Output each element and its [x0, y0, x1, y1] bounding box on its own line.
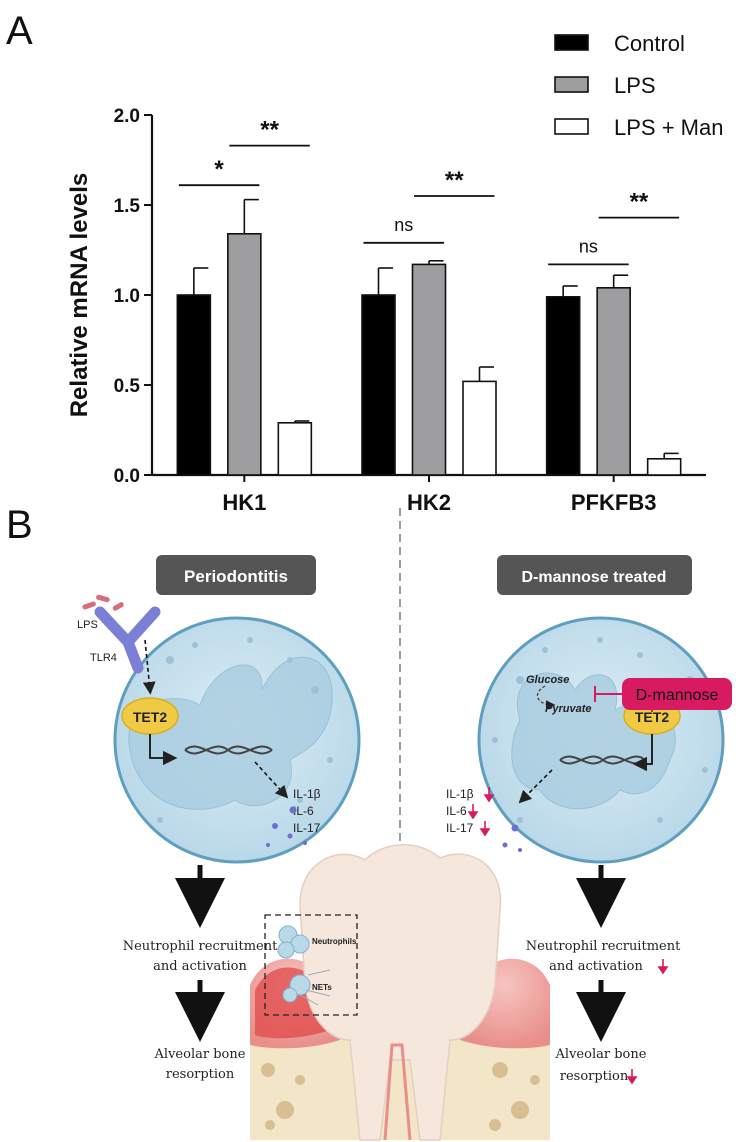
left-step1-line2: and activation	[153, 959, 247, 974]
chart-bars	[176, 233, 682, 476]
panel-b-letter: B	[6, 503, 33, 547]
significance-label: **	[260, 117, 279, 144]
bar-hk1-1	[227, 233, 262, 476]
left-step2-line1: Alveolar bone	[154, 1047, 246, 1062]
right-cytokine-il6: IL-6	[446, 804, 467, 818]
tlr4-label: TLR4	[90, 652, 117, 664]
bar-pfkfb3-0	[545, 295, 581, 476]
y-tick-label: 1.0	[114, 286, 140, 307]
bar-hk2-0	[361, 294, 396, 476]
y-tick-label: 2.0	[114, 106, 140, 127]
significance-label: **	[630, 189, 649, 216]
bar-hk2-2	[462, 380, 497, 476]
periodontitis-title-box: Periodontitis	[156, 555, 316, 595]
periodontitis-title: Periodontitis	[184, 567, 288, 586]
right-cytokine-dots	[502, 824, 522, 852]
left-cytokine-il1b: IL-1β	[293, 787, 321, 801]
significance-label: *	[214, 156, 224, 183]
legend-swatch-0	[554, 34, 589, 51]
right-step1-down-arrow	[657, 959, 669, 975]
dmannose-title-box: D-mannose treated	[497, 555, 692, 595]
significance-label: ns	[394, 215, 413, 235]
inhibition-marks	[594, 686, 653, 712]
left-cytokine-list: IL-1β IL-6 IL-17	[293, 787, 321, 835]
pyruvate-label: Pyruvate	[545, 703, 591, 715]
right-cytokine-down-arrows	[467, 787, 495, 837]
legend-label-1: LPS	[614, 73, 656, 98]
left-cytokine-il17: IL-17	[293, 821, 321, 835]
right-step1-line2: and activation	[549, 959, 643, 974]
y-tick-label: 0.0	[114, 466, 140, 487]
bar-pfkfb3-2	[646, 457, 682, 476]
left-tet2-label: TET2	[133, 709, 167, 725]
x-tick-label: HK1	[222, 490, 266, 515]
glucose-label: Glucose	[526, 674, 569, 686]
neutrophils-label: Neutrophils	[312, 937, 357, 946]
right-cytokine-list: IL-1β IL-6 IL-17	[446, 787, 474, 835]
panel-a-letter: A	[6, 9, 33, 53]
dmannose-box: D-mannose	[622, 678, 732, 710]
left-step2-line2: resorption	[166, 1067, 235, 1082]
left-cytokine-il6: IL-6	[293, 804, 314, 818]
x-tick-label: HK2	[407, 490, 451, 515]
legend-swatch-2	[554, 118, 589, 135]
right-cytokine-il1b: IL-1β	[446, 787, 474, 801]
legend-label-2: LPS + Man	[614, 115, 723, 140]
bar-hk1-2	[277, 421, 313, 476]
chart-error-bars	[193, 198, 679, 459]
right-tet2-label: TET2	[635, 709, 669, 725]
y-tick-label: 0.5	[114, 376, 141, 397]
significance-label: ns	[579, 236, 598, 256]
bar-hk2-1	[411, 263, 447, 476]
tlr4-receptor-icon	[94, 606, 161, 674]
lps-bacteria-icon	[82, 594, 124, 611]
left-neutrophil-cell: TET2	[113, 616, 361, 864]
tooth-illustration	[250, 844, 550, 1141]
dmannose-label: D-mannose	[636, 687, 719, 704]
bar-pfkfb3-1	[596, 286, 631, 476]
right-step2-down-arrow	[626, 1069, 638, 1085]
left-cytokine-dots	[266, 806, 307, 847]
right-cytokine-il17: IL-17	[446, 821, 474, 835]
bar-hk1-0	[176, 294, 212, 476]
chart-significance: ***ns**ns**	[178, 117, 680, 266]
right-step1-line1: Neutrophil recruitment	[526, 939, 681, 954]
right-step2-line2: resorption	[560, 1069, 629, 1084]
left-step1-line1: Neutrophil recruitment	[123, 939, 278, 954]
dmannose-treated-title: D-mannose treated	[522, 569, 667, 586]
legend-swatch-1	[554, 76, 589, 93]
right-step2-line1: Alveolar bone	[555, 1047, 647, 1062]
legend-label-0: Control	[614, 31, 685, 56]
lps-label: LPS	[77, 619, 98, 631]
y-tick-label: 1.5	[114, 196, 141, 217]
significance-label: **	[445, 167, 464, 194]
y-axis-label: Relative mRNA levels	[66, 173, 93, 418]
x-tick-label: PFKFB3	[571, 490, 657, 515]
nets-label: NETs	[312, 983, 332, 992]
